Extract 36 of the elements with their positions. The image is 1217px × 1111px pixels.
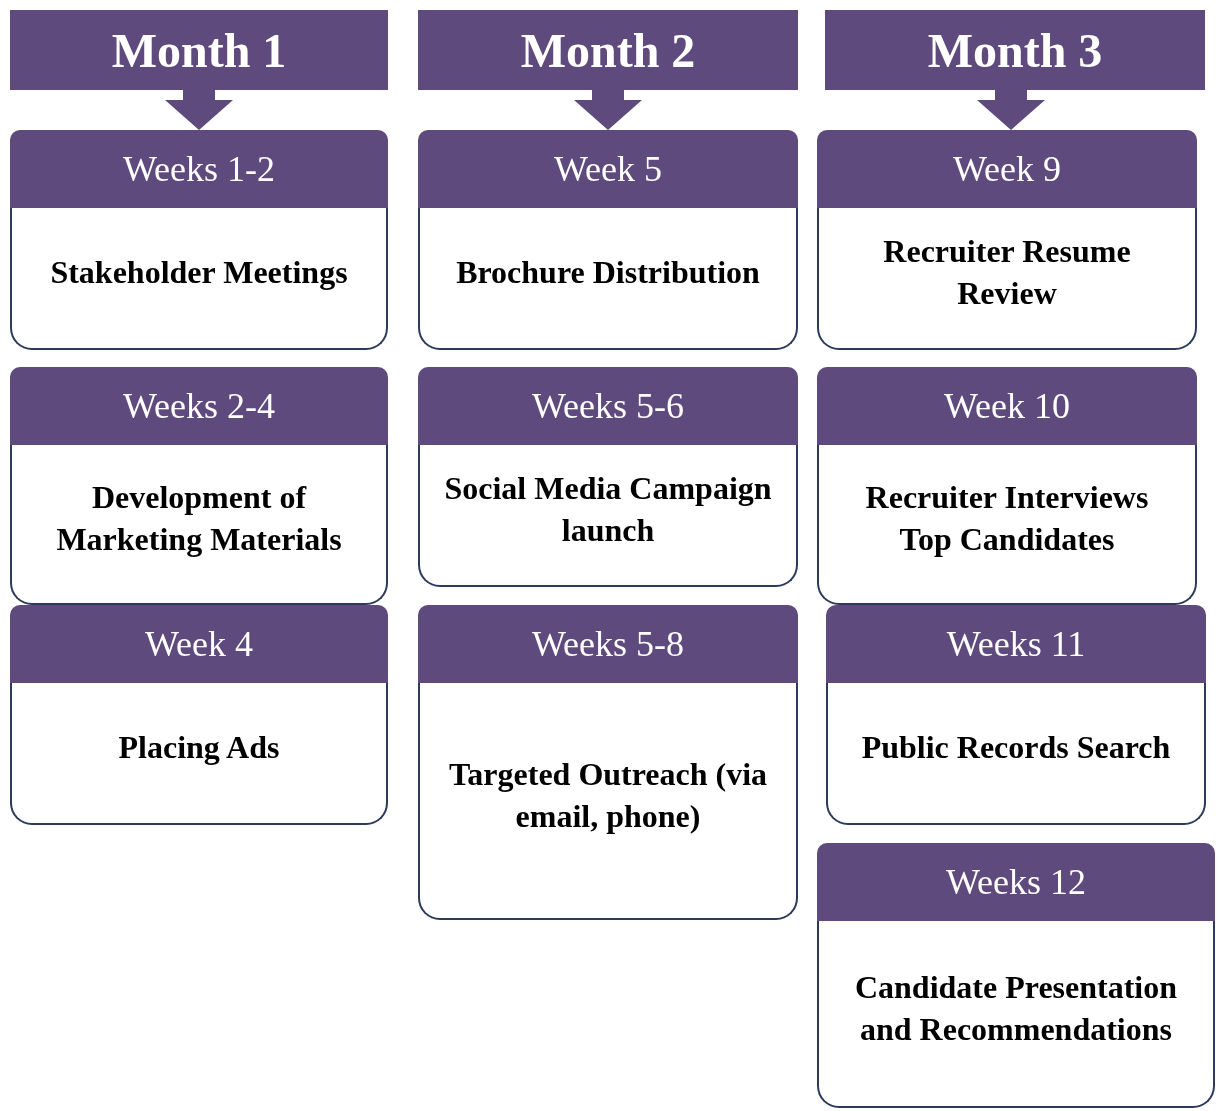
- task-text: Brochure Distribution: [418, 208, 798, 350]
- task-text: Stakeholder Meetings: [10, 208, 388, 350]
- task-text: Public Records Search: [826, 683, 1206, 825]
- timeline-card: [418, 130, 798, 350]
- week-label: Week 4: [10, 605, 388, 683]
- week-label: Week 10: [817, 367, 1197, 445]
- week-label: Weeks 5-6: [418, 367, 798, 445]
- timeline-card: [418, 367, 798, 587]
- week-label: Weeks 5-8: [418, 605, 798, 683]
- down-arrow: [574, 90, 642, 130]
- timeline-card: [817, 367, 1197, 605]
- task-text: Development of Marketing Materials: [10, 445, 388, 605]
- week-label: Weeks 1-2: [10, 130, 388, 208]
- week-label: Weeks 12: [817, 843, 1215, 921]
- timeline-card: [10, 367, 388, 605]
- week-label: Weeks 11: [826, 605, 1206, 683]
- down-arrow: [977, 90, 1045, 130]
- timeline-card: [817, 130, 1197, 350]
- task-text: Social Media Campaign launch: [418, 445, 798, 587]
- task-text: Recruiter Interviews Top Candidates: [817, 445, 1197, 605]
- timeline-card: [826, 605, 1206, 825]
- timeline-card: [418, 605, 798, 920]
- month-banner: Month 3: [825, 10, 1205, 90]
- week-label: Week 9: [817, 130, 1197, 208]
- task-text: Candidate Presentation and Recommendations: [817, 921, 1215, 1108]
- week-label: Week 5: [418, 130, 798, 208]
- task-text: Recruiter Resume Review: [817, 208, 1197, 350]
- month-banner: Month 1: [10, 10, 388, 90]
- down-arrow: [165, 90, 233, 130]
- month-banner: Month 2: [418, 10, 798, 90]
- task-text: Placing Ads: [10, 683, 388, 825]
- week-label: Weeks 2-4: [10, 367, 388, 445]
- timeline-card: [817, 843, 1215, 1108]
- timeline-card: [10, 605, 388, 825]
- timeline-card: [10, 130, 388, 350]
- task-text: Targeted Outreach (via email, phone): [418, 683, 798, 920]
